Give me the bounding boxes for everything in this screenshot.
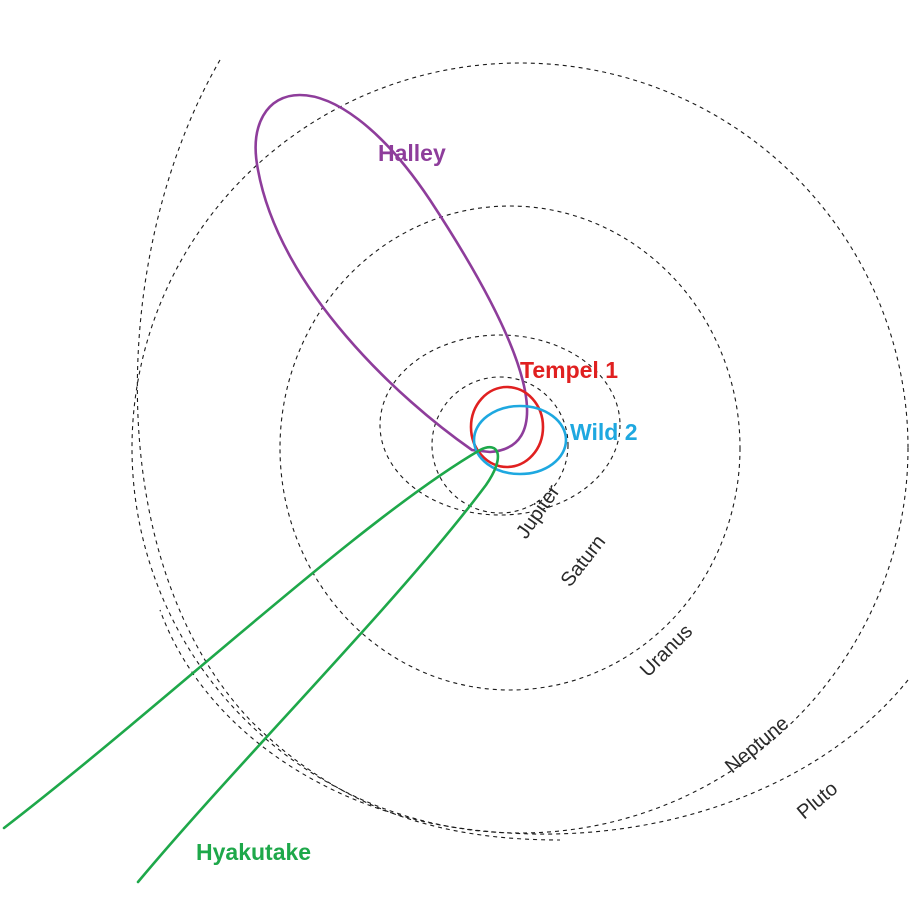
wild2-orbit [472, 404, 568, 476]
jupiter-label: Jupiter [512, 481, 565, 543]
hyakutake-orbit [2, 445, 500, 884]
tempel1-label: Tempel 1 [520, 357, 618, 383]
jupiter-inner-orbit [431, 376, 569, 514]
neptune-orbit [136, 59, 561, 841]
saturn-orbit [279, 205, 741, 691]
saturn-label: Saturn [557, 531, 611, 591]
halley-label: Halley [378, 140, 446, 166]
uranus-label: Uranus [636, 620, 697, 681]
wild2-label: Wild 2 [570, 419, 638, 445]
pluto-orbit [159, 609, 909, 835]
jupiter-orbit [379, 334, 621, 516]
uranus-orbit [131, 62, 909, 834]
pluto-label: Pluto [793, 778, 842, 824]
tempel1-orbit [469, 385, 545, 469]
halley-orbit [254, 93, 529, 454]
neptune-label: Neptune [721, 712, 793, 777]
hyakutake-label: Hyakutake [196, 839, 311, 865]
